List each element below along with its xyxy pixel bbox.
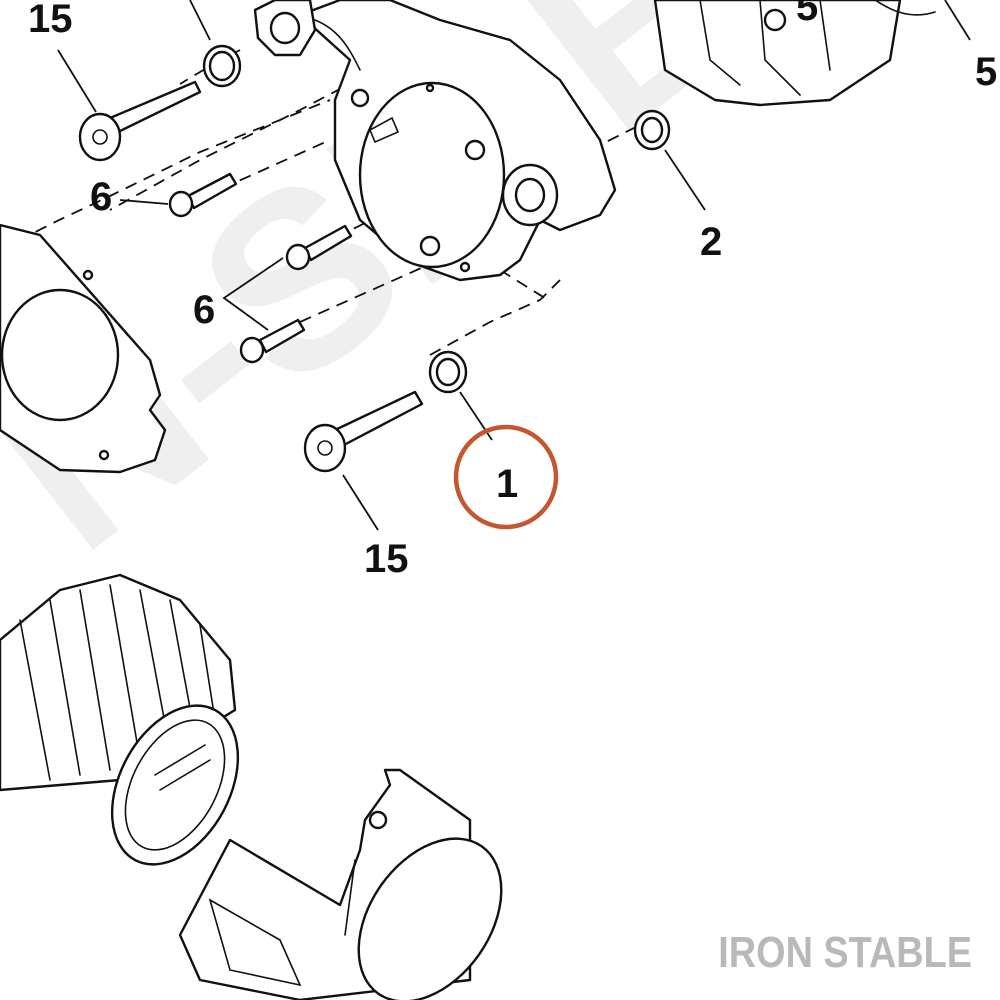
callout-labels: 15 5 5 2 6 6 1 15: [28, 0, 997, 581]
leader-lines: [57, 0, 971, 531]
callout-15-top: 15: [28, 0, 73, 41]
callout-6-lower: 6: [193, 288, 215, 332]
callout-1: 1: [496, 462, 518, 506]
callout-1-highlight-ring: [453, 424, 559, 530]
screw-lower: [239, 318, 306, 364]
brand-logo-text: IRON STABLE: [718, 928, 972, 977]
callout-5-right: 5: [975, 50, 997, 94]
o-ring-washers: [202, 44, 671, 394]
air-filter-element: [0, 573, 240, 866]
gasket-plate: [0, 223, 167, 474]
long-bolt-bottom: [303, 390, 424, 473]
intake-cover: [178, 768, 503, 1000]
callout-6-upper: 6: [90, 175, 112, 219]
callout-2: 2: [700, 220, 722, 264]
breather-housing: [653, 0, 936, 107]
callout-15-bottom: 15: [364, 537, 409, 581]
backing-plate: [253, 0, 617, 282]
screw-upper: [168, 172, 238, 218]
long-bolt-top: [78, 80, 202, 162]
callout-5-top: 5: [796, 0, 818, 29]
screw-middle: [285, 224, 353, 271]
